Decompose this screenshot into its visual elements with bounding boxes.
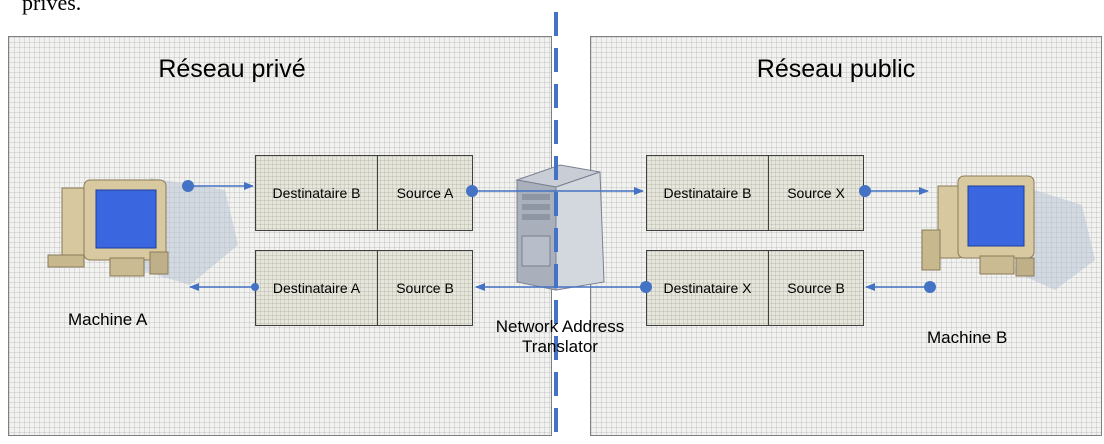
packet-destination: Destinataire B [647, 156, 769, 230]
packet-source: Source B [787, 280, 845, 296]
packet-destination: Destinataire B [256, 156, 378, 230]
arrow-b-to-nat [865, 281, 936, 293]
machine-b-label: Machine B [927, 328, 1008, 347]
nat-server-icon [515, 164, 605, 291]
nat-label: Network Address Translator [470, 317, 650, 357]
nat-label-line1: Network Address [495, 317, 625, 336]
computer-b-icon [921, 175, 1095, 290]
machine-a-label: Machine A [68, 310, 148, 329]
packet-public-incoming: Destinataire X Source B [646, 250, 864, 326]
nat-label-line2: Translator [522, 337, 598, 356]
packet-source: Source B [396, 280, 454, 296]
arrow-source-x-to-b [859, 185, 929, 197]
packet-private-incoming: Destinataire A Source B [255, 250, 473, 326]
packet-public-outgoing: Destinataire B Source X [646, 155, 864, 231]
packet-destination: Destinataire X [647, 251, 769, 325]
arrow-source-a-to-public [466, 185, 644, 197]
arrow-to-machine-a [189, 283, 259, 291]
top-text-fragment: privés. [22, 0, 82, 15]
arrow-a-to-nat [182, 180, 254, 192]
packet-source: Source X [787, 185, 845, 201]
private-network-title: Réseau privé [158, 55, 306, 83]
arrow-nat-to-private [475, 281, 652, 293]
public-network-title: Réseau public [756, 55, 916, 83]
packet-destination: Destinataire A [256, 251, 378, 325]
packet-source: Source A [396, 185, 454, 201]
computer-a-icon [47, 178, 238, 285]
